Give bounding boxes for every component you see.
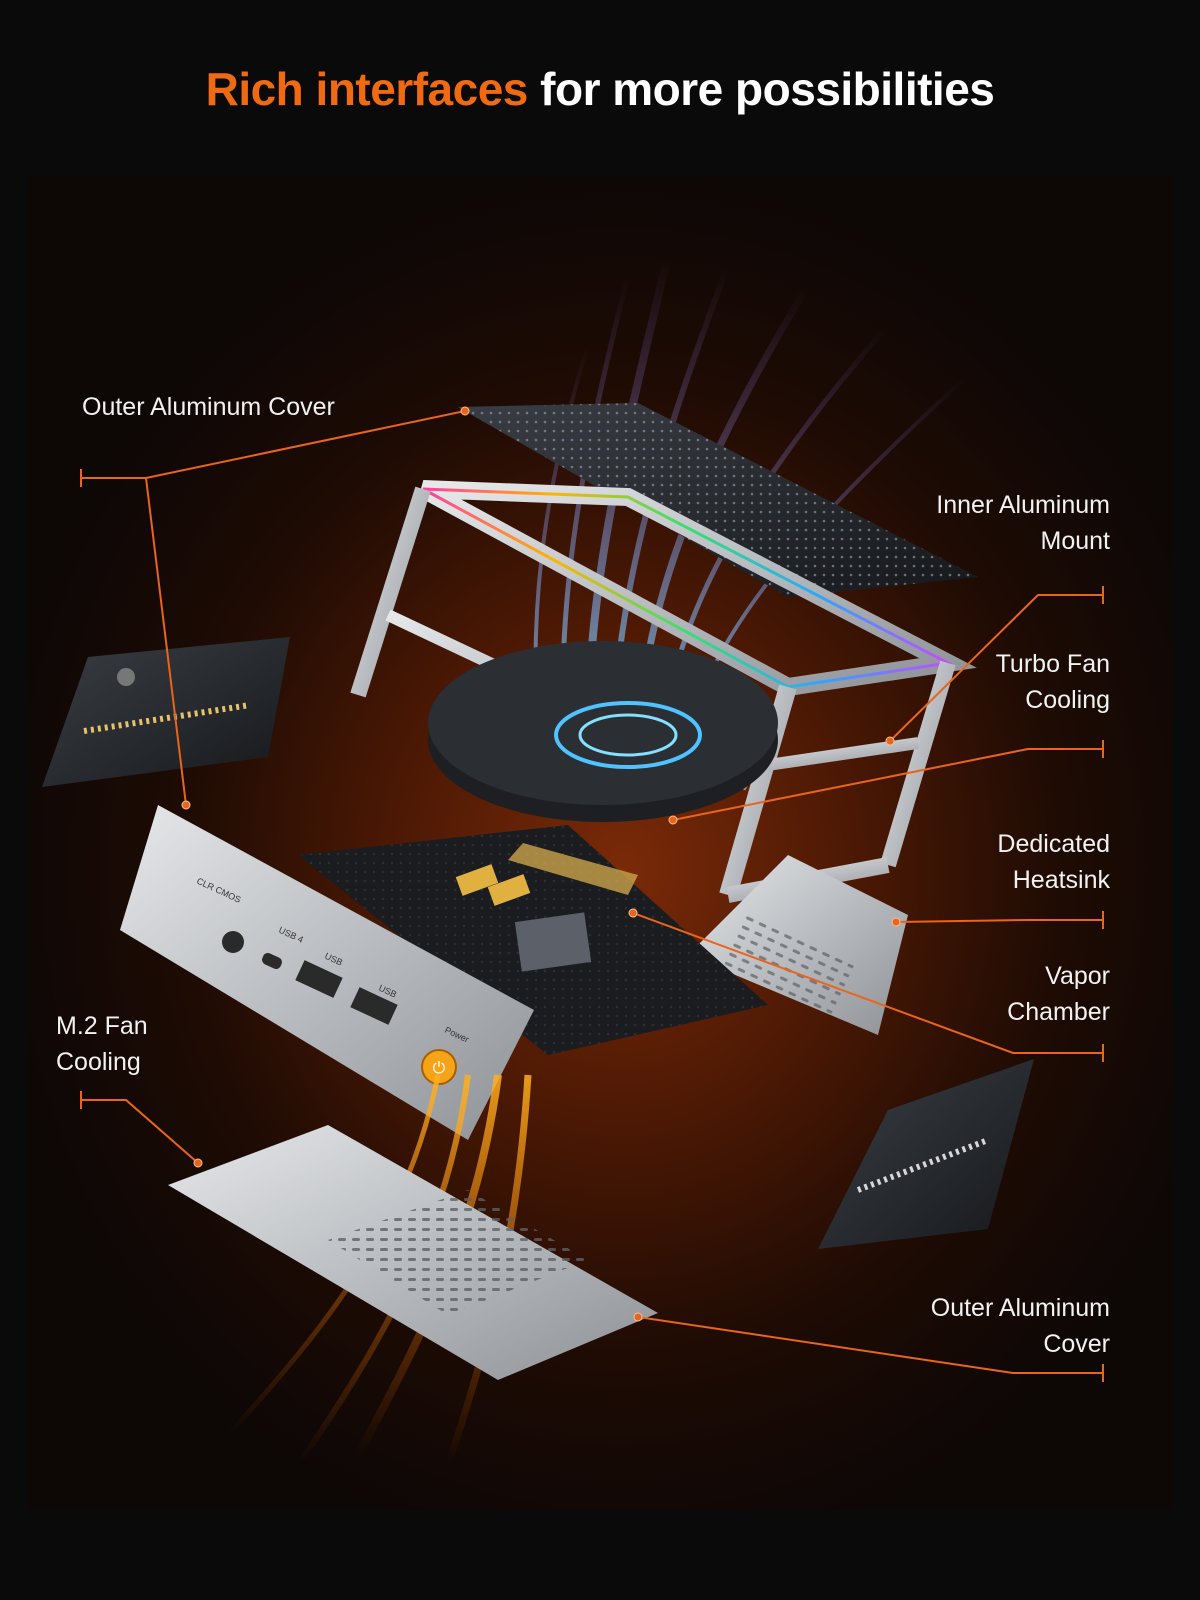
outer-cover-bottom-plate: [168, 1125, 658, 1380]
rear-panel: [688, 855, 908, 1035]
motherboard: [298, 825, 768, 1055]
callout-outer-cover-top: Outer Aluminum Cover: [82, 393, 335, 421]
exploded-device-illustration: ⏻ CLR CMOS USB 4 USB USB Power: [42, 254, 1104, 1467]
side-panel-right: [818, 1059, 1034, 1249]
side-panel-left: [42, 637, 290, 787]
callout-dots: [181, 406, 901, 1322]
exploded-view-stage: ⏻ CLR CMOS USB 4 USB USB Power: [28, 175, 1172, 1510]
power-button: [421, 1049, 457, 1085]
power-icon: ⏻: [433, 1058, 446, 1077]
title-rest: for more possibilities: [527, 63, 995, 115]
front-io-panel: ⏻ CLR CMOS USB 4 USB USB Power: [120, 805, 534, 1140]
page-title: Rich interfaces for more possibilities: [0, 62, 1200, 116]
callout-lines: [80, 410, 1104, 1382]
outer-cover-top-plate: [458, 403, 978, 597]
title-accent: Rich interfaces: [205, 63, 529, 115]
turbo-fan: [428, 641, 778, 822]
